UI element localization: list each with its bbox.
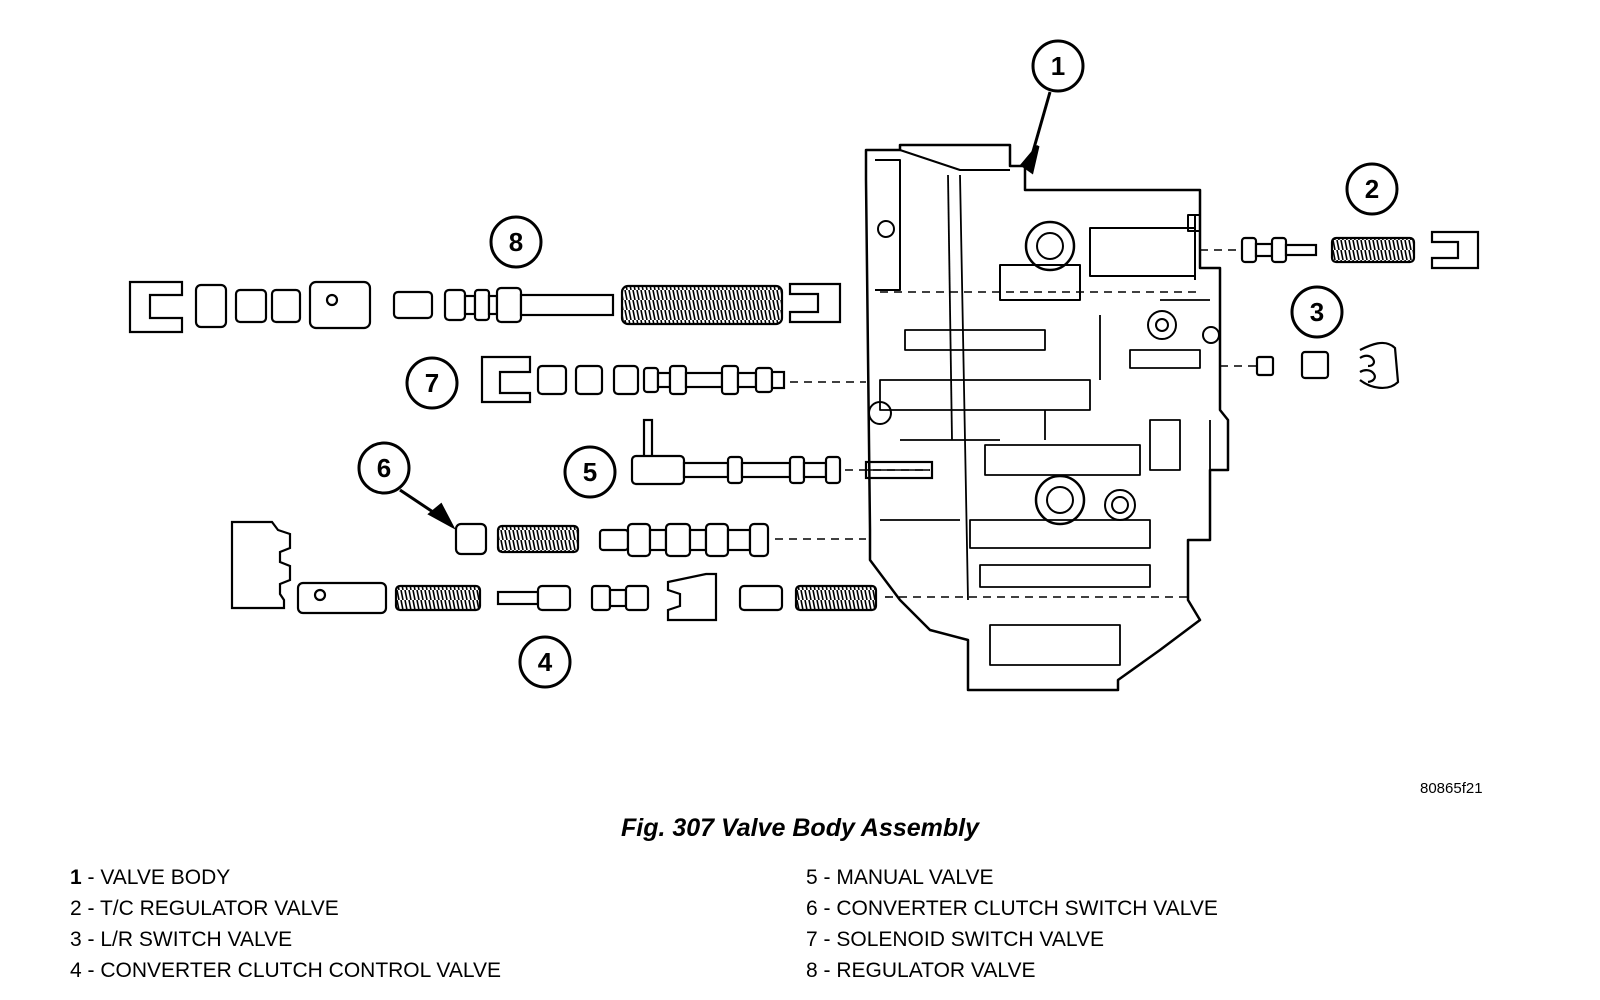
legend-label: - VALVE BODY <box>81 866 231 889</box>
legend-item: 8 - REGULATOR VALVE <box>806 955 1218 986</box>
callout-3: 3 <box>1290 285 1344 339</box>
alignment-lines <box>775 249 1256 598</box>
legend-number: 4 <box>70 959 82 982</box>
callout-5: 5 <box>563 445 617 499</box>
legend-number: 3 <box>70 928 82 951</box>
callout-2: 2 <box>1345 162 1399 216</box>
lr-switch-valve-parts <box>1255 341 1400 389</box>
legend-number: 1 <box>70 866 82 889</box>
tc-regulator-valve-parts <box>1240 230 1480 270</box>
svg-text:4: 4 <box>538 647 553 677</box>
legend-item: 3 - L/R SWITCH VALVE <box>70 924 501 955</box>
svg-text:7: 7 <box>425 368 439 398</box>
legend-item: 6 - CONVERTER CLUTCH SWITCH VALVE <box>806 893 1218 924</box>
callout-leaders <box>399 91 1052 530</box>
figure-caption: Fig. 307 Valve Body Assembly <box>620 814 980 842</box>
callout-4: 4 <box>518 635 572 689</box>
legend-label: - MANUAL VALVE <box>817 866 994 889</box>
converter-clutch-control-valve-parts <box>230 520 878 622</box>
legend-left-column: 1 - VALVE BODY 2 - T/C REGULATOR VALVE 3… <box>70 862 501 986</box>
svg-text:3: 3 <box>1310 297 1324 327</box>
figure-id: 80865f21 <box>1420 780 1483 797</box>
legend-number: 6 <box>806 897 818 920</box>
callout-6: 6 <box>357 441 411 495</box>
svg-text:5: 5 <box>583 457 597 487</box>
callout-8: 8 <box>489 215 543 269</box>
legend-label: - CONVERTER CLUTCH CONTROL VALVE <box>81 959 501 982</box>
svg-text:8: 8 <box>509 227 523 257</box>
legend-label: - CONVERTER CLUTCH SWITCH VALVE <box>817 897 1218 920</box>
solenoid-switch-valve-parts <box>480 355 786 404</box>
svg-text:1: 1 <box>1051 51 1065 81</box>
valve-body-exploded-diagram: 1 2 3 4 5 6 7 8 <box>128 39 1480 692</box>
manual-valve-parts <box>630 418 934 486</box>
svg-text:6: 6 <box>377 453 391 483</box>
legend-label: - SOLENOID SWITCH VALVE <box>817 928 1104 951</box>
legend-number: 5 <box>806 866 818 889</box>
legend-item: 2 - T/C REGULATOR VALVE <box>70 893 501 924</box>
callout-7: 7 <box>405 356 459 410</box>
legend-item: 7 - SOLENOID SWITCH VALVE <box>806 924 1218 955</box>
callout-1: 1 <box>1031 39 1085 93</box>
legend-item: 4 - CONVERTER CLUTCH CONTROL VALVE <box>70 955 501 986</box>
valve-body-casting <box>864 143 1230 692</box>
legend-right-column: 5 - MANUAL VALVE 6 - CONVERTER CLUTCH SW… <box>806 862 1218 986</box>
legend-item: 5 - MANUAL VALVE <box>806 862 1218 893</box>
converter-clutch-switch-valve-parts <box>454 522 770 558</box>
legend-label: - T/C REGULATOR VALVE <box>81 897 339 920</box>
legend-number: 2 <box>70 897 82 920</box>
svg-text:2: 2 <box>1365 174 1379 204</box>
legend-label: - REGULATOR VALVE <box>817 959 1036 982</box>
legend-number: 7 <box>806 928 818 951</box>
legend-number: 8 <box>806 959 818 982</box>
legend-item: 1 - VALVE BODY <box>70 862 501 893</box>
legend-label: - L/R SWITCH VALVE <box>81 928 293 951</box>
regulator-valve-parts <box>128 280 842 334</box>
